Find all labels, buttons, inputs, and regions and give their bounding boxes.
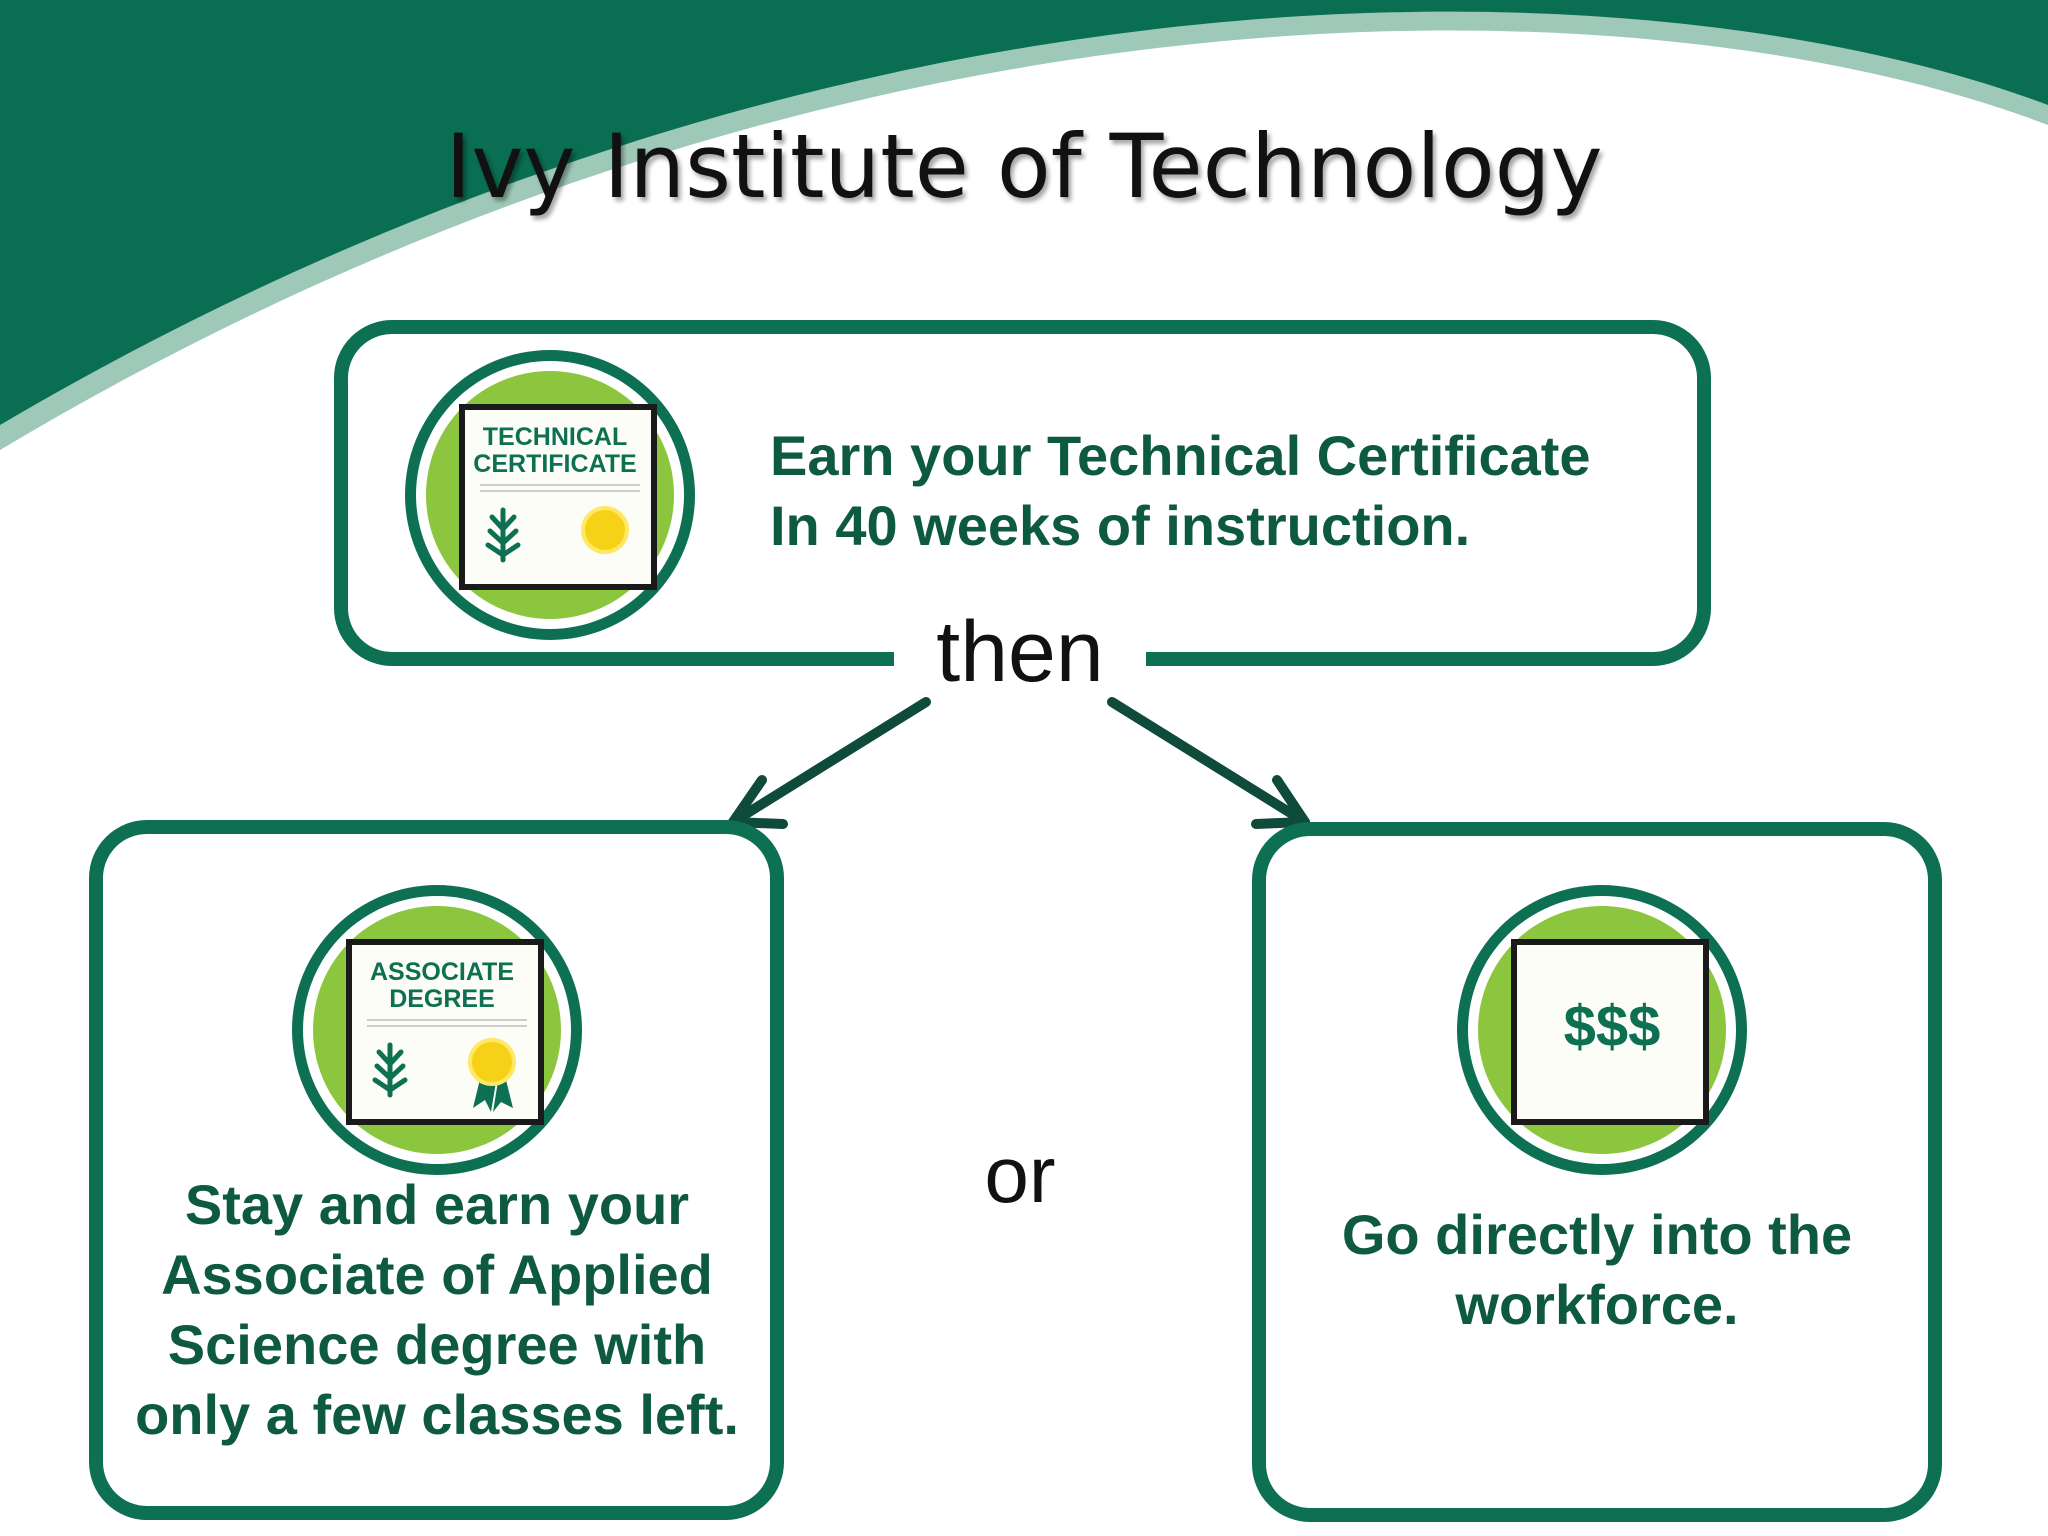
degree-badge-line2: DEGREE: [389, 985, 495, 1013]
workforce-line2: workforce.: [1455, 1273, 1739, 1336]
workforce-line1: Go directly into the: [1341, 1203, 1853, 1266]
associate-line3: Science degree with: [167, 1313, 707, 1376]
money-icon: $$$: [1457, 885, 1747, 1175]
associate-line1: Stay and earn your: [184, 1173, 690, 1236]
then-label: then: [894, 604, 1146, 700]
workforce-description: Go directly into the workforce.: [1252, 1200, 1942, 1340]
degree-icon: ASSOCIATE DEGREE: [292, 885, 582, 1175]
degree-badge-line1: ASSOCIATE: [370, 958, 514, 986]
page-title: Ivy Institute of Technology: [445, 115, 1603, 218]
certificate-badge-line2: CERTIFICATE: [473, 450, 636, 478]
associate-description: Stay and earn your Associate of Applied …: [96, 1170, 778, 1450]
associate-line4: only a few classes left.: [135, 1383, 739, 1446]
associate-line2: Associate of Applied: [161, 1243, 713, 1306]
certificate-icon: TECHNICAL CERTIFICATE: [405, 350, 695, 640]
certificate-description: Earn your Technical Certificate In 40 we…: [770, 421, 1591, 561]
certificate-badge-line1: TECHNICAL: [483, 423, 627, 451]
or-label: or: [940, 1130, 1100, 1220]
money-badge-text: $$$: [1564, 994, 1661, 1059]
certificate-line1: Earn your Technical Certificate: [770, 424, 1591, 487]
certificate-line2: In 40 weeks of instruction.: [770, 494, 1471, 557]
